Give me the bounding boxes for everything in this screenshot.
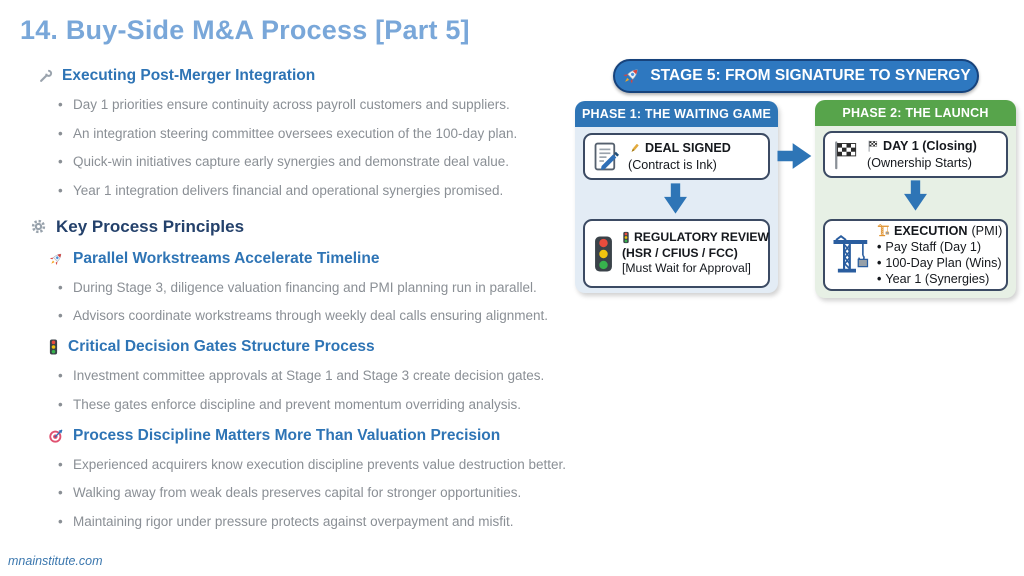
bullet-list-post-merger: Day 1 priorities ensure continuity acros…	[20, 96, 576, 200]
phase1-panel: PHASE 1: THE WAITING GAME DEAL SIGNED (C…	[575, 101, 778, 293]
gear-icon	[30, 218, 47, 235]
stage5-diagram: STAGE 5: FROM SIGNATURE TO SYNERGY PHASE…	[565, 55, 1024, 307]
traffic-light-icon	[48, 339, 59, 355]
subsection-title: Parallel Workstreams Accelerate Timeline	[73, 249, 380, 267]
bullet-item: Experienced acquirers know execution dis…	[58, 456, 576, 474]
section-header-post-merger: Executing Post-Merger Integration	[38, 67, 576, 85]
content-column: 14. Buy-Side M&A Process [Part 5] Execut…	[20, 0, 576, 541]
subsection-header-parallel-workstreams: Parallel Workstreams Accelerate Timeline	[48, 250, 576, 268]
phase2-header: PHASE 2: THE LAUNCH	[815, 100, 1016, 126]
regulatory-review-agencies: (HSR / CFIUS / FCC)	[622, 245, 738, 260]
section-header-key-principles: Key Process Principles	[30, 217, 576, 237]
section-title: Executing Post-Merger Integration	[62, 67, 316, 84]
memo-pen-icon	[591, 141, 622, 172]
gold-pen-icon	[628, 142, 641, 155]
deal-signed-card: DEAL SIGNED (Contract is Ink)	[583, 133, 770, 180]
day1-closing-card: DAY 1 (Closing) (Ownership Starts)	[823, 131, 1008, 178]
regulatory-review-title: REGULATORY REVIEW	[634, 230, 769, 245]
stage5-banner-label: STAGE 5: FROM SIGNATURE TO SYNERGY	[650, 67, 971, 84]
stage5-banner: STAGE 5: FROM SIGNATURE TO SYNERGY	[613, 59, 979, 93]
execution-pmi-card: EXECUTION (PMI) Pay Staff (Day 1) 100-Da…	[823, 219, 1008, 291]
wrench-icon	[38, 69, 53, 84]
crane-icon	[877, 224, 890, 237]
target-dart-icon	[48, 428, 64, 444]
section-title: Key Process Principles	[56, 216, 245, 236]
phase2-panel: PHASE 2: THE LAUNCH DAY 1 (Closing) (Own…	[815, 100, 1016, 298]
arrow-right-icon	[777, 142, 813, 175]
bullet-item: Advisors coordinate workstreams through …	[58, 307, 576, 325]
bullet-item: These gates enforce discipline and preve…	[58, 396, 576, 414]
day1-title: DAY 1 (Closing)	[883, 139, 977, 154]
traffic-light-icon	[591, 234, 616, 274]
regulatory-review-note: [Must Wait for Approval]	[622, 261, 751, 276]
rocket-icon	[621, 66, 641, 86]
bullet-item: Maintaining rigor under pressure protect…	[58, 513, 576, 531]
subsection-header-decision-gates: Critical Decision Gates Structure Proces…	[48, 338, 576, 356]
traffic-light-icon	[622, 231, 630, 244]
subsection-title: Process Discipline Matters More Than Val…	[73, 426, 501, 444]
page-title: 14. Buy-Side M&A Process [Part 5]	[20, 15, 470, 45]
execution-item: Pay Staff (Day 1)	[877, 239, 1002, 255]
bullet-item: Investment committee approvals at Stage …	[58, 367, 576, 385]
subsection-title: Critical Decision Gates Structure Proces…	[68, 338, 375, 355]
bullet-list-parallel-workstreams: During Stage 3, diligence valuation fina…	[20, 279, 576, 326]
arrow-down-icon	[663, 183, 688, 220]
bullet-item: Day 1 priorities ensure continuity acros…	[58, 96, 576, 114]
regulatory-review-card: REGULATORY REVIEW (HSR / CFIUS / FCC) [M…	[583, 219, 770, 288]
execution-title: EXECUTION	[894, 223, 968, 238]
website-footer: mnainstitute.com	[8, 554, 103, 568]
execution-title-suffix: (PMI)	[971, 223, 1003, 238]
subsection-header-process-discipline: Process Discipline Matters More Than Val…	[48, 427, 576, 445]
deal-signed-title: DEAL SIGNED	[645, 141, 731, 156]
execution-item: 100-Day Plan (Wins)	[877, 255, 1002, 271]
crane-icon	[831, 235, 871, 275]
bullet-item: Quick-win initiatives capture early syne…	[58, 153, 576, 171]
checkered-flag-icon	[867, 140, 879, 152]
bullet-list-process-discipline: Experienced acquirers know execution dis…	[20, 456, 576, 531]
phase1-header: PHASE 1: THE WAITING GAME	[575, 101, 778, 127]
bullet-list-decision-gates: Investment committee approvals at Stage …	[20, 367, 576, 414]
execution-item: Year 1 (Synergies)	[877, 271, 1002, 287]
deal-signed-subtitle: (Contract is Ink)	[628, 157, 717, 172]
bullet-item: Year 1 integration delivers financial an…	[58, 182, 576, 200]
bullet-item: During Stage 3, diligence valuation fina…	[58, 279, 576, 297]
day1-subtitle: (Ownership Starts)	[867, 155, 972, 170]
arrow-down-icon	[903, 180, 928, 217]
checkered-flag-icon	[831, 140, 861, 170]
bullet-item: Walking away from weak deals preserves c…	[58, 484, 576, 502]
bullet-item: An integration steering committee overse…	[58, 125, 576, 143]
rocket-icon	[48, 251, 64, 267]
